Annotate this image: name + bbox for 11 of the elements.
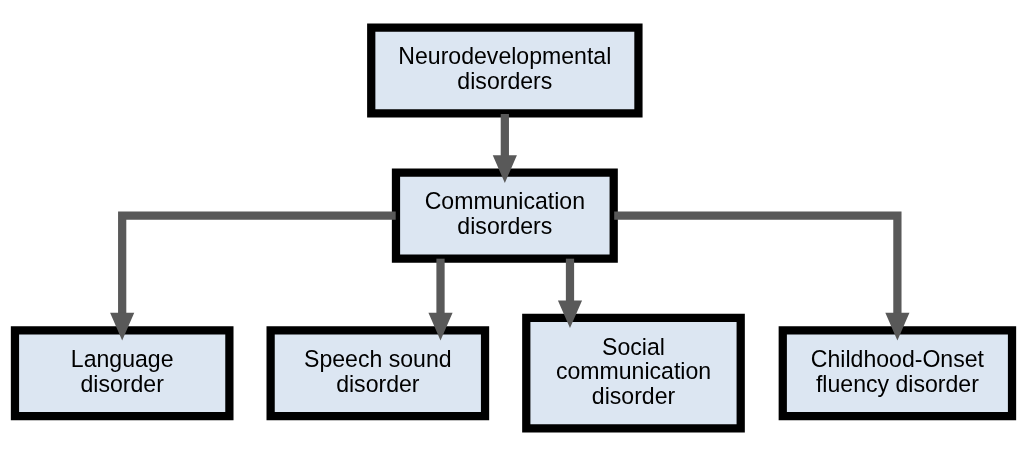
arrow [492, 113, 517, 183]
node-box: Communication disorders [391, 168, 618, 263]
node-box: Social communication disorder [522, 313, 745, 433]
arrow [428, 258, 453, 340]
node-box: Neurodevelopmental disorders [367, 22, 643, 117]
node-box: Language disorder [10, 325, 234, 420]
arrow [557, 258, 583, 328]
arrow [110, 211, 396, 340]
arrow [614, 211, 910, 340]
node-box: Childhood-Onset fluency disorder [778, 325, 1017, 420]
node-box: Speech sound disorder [266, 325, 490, 420]
